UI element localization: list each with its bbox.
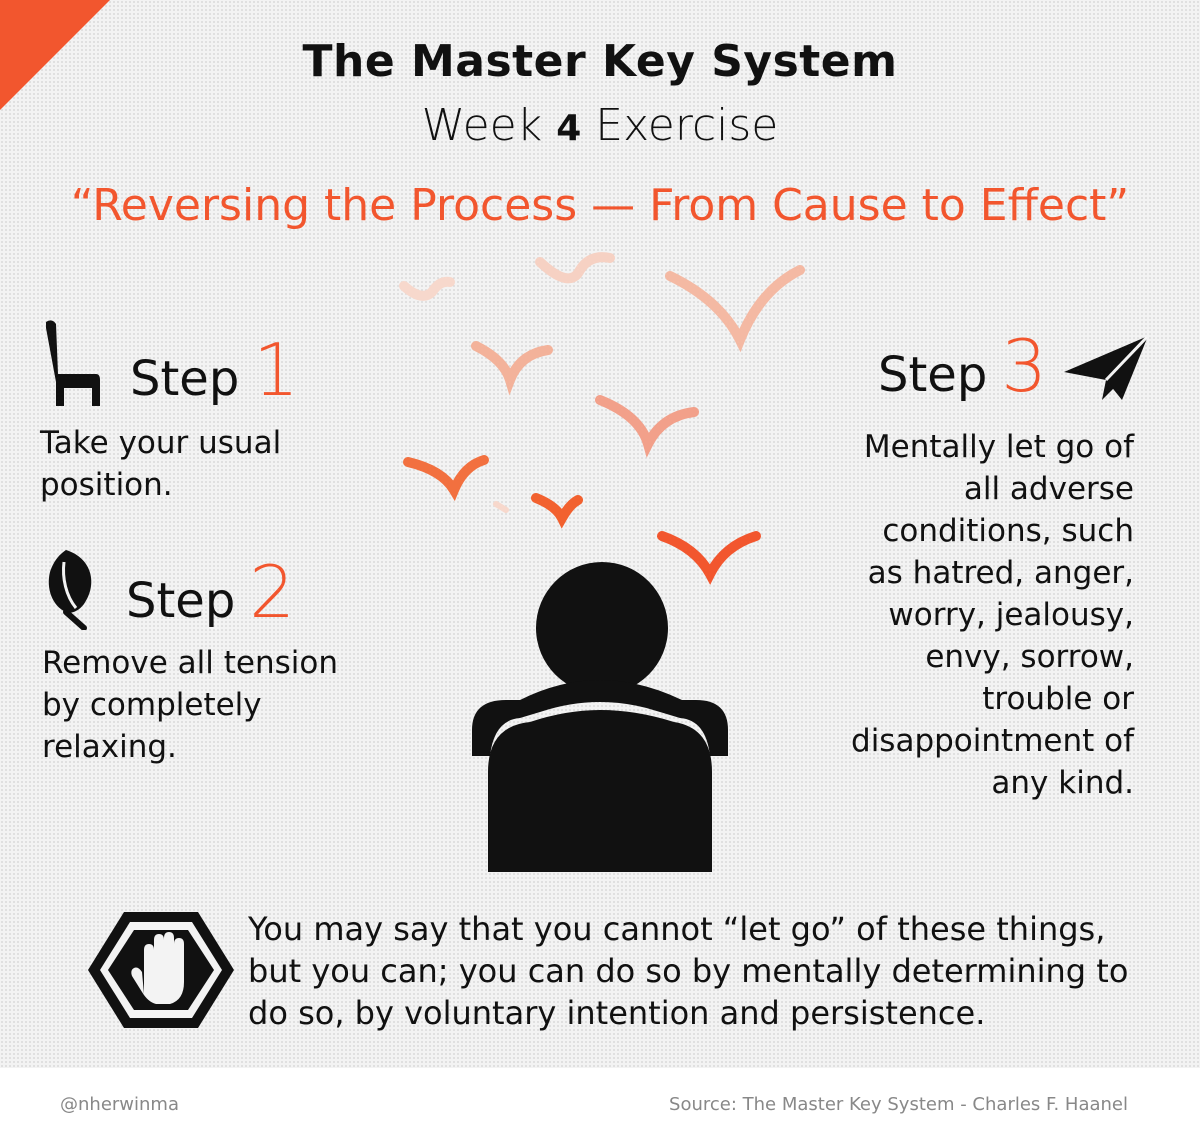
step-1-text: Take your usual position. — [40, 425, 282, 503]
bird-icon — [493, 501, 509, 513]
step-3-heading: Step 3 — [878, 324, 1047, 408]
step-2-number: 2 — [249, 550, 296, 634]
bird-icon — [595, 395, 699, 458]
step-2-text: Remove all tension by completely relaxin… — [42, 645, 338, 765]
author-handle: @nherwinma — [60, 1094, 179, 1115]
bird-icon — [399, 276, 455, 301]
corner-accent — [0, 0, 110, 110]
bird-icon — [657, 531, 761, 585]
bird-icon — [531, 493, 583, 529]
source-credit: Source: The Master Key System - Charles … — [669, 1094, 1128, 1115]
subtitle-prefix: Week — [421, 100, 543, 151]
footer-bar — [0, 1068, 1200, 1145]
page-title: The Master Key System — [302, 36, 898, 87]
bird-icon — [535, 252, 615, 284]
step-3-label: Step — [878, 347, 988, 403]
week-number: 4 — [556, 108, 582, 149]
paper-plane-icon — [1064, 334, 1150, 400]
step-1-label: Step — [130, 351, 240, 407]
page-subtitle: Week 4 Exercise — [0, 100, 1200, 151]
note-text: You may say that you cannot “let go” of … — [248, 910, 1129, 1032]
step-2-label: Step — [126, 573, 236, 629]
birds-illustration — [399, 252, 805, 585]
subtitle-suffix: Exercise — [595, 100, 779, 151]
bird-icon — [403, 455, 489, 502]
quote-heading: “Reversing the Process — From Cause to E… — [70, 180, 1130, 231]
step-3-text: Mentally let go of all adverse condition… — [851, 429, 1134, 801]
stop-hand-icon — [88, 912, 234, 1028]
bird-icon — [471, 341, 553, 396]
step-3-number: 3 — [1001, 324, 1048, 408]
bird-icon — [665, 265, 805, 353]
step-2-heading: Step 2 — [126, 550, 295, 634]
chair-icon — [46, 320, 100, 406]
step-1-heading: Step 1 — [130, 328, 299, 412]
step-1-number: 1 — [253, 328, 300, 412]
leaf-icon — [48, 550, 92, 630]
person-silhouette — [472, 562, 728, 872]
